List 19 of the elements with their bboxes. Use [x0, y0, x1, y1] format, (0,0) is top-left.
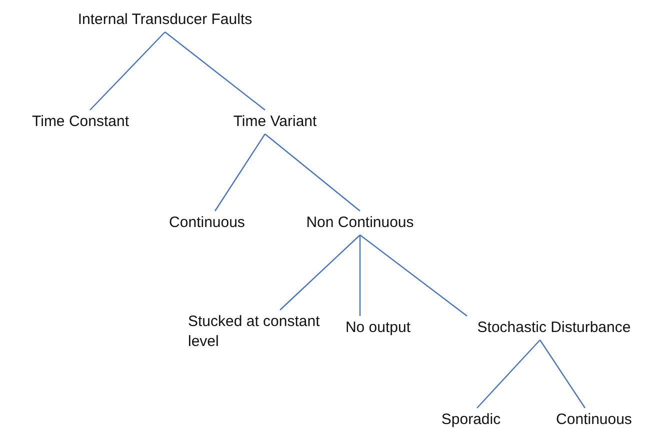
node-label: Continuous	[169, 213, 245, 233]
connector-line	[359, 235, 361, 316]
node-label: Continuous	[556, 410, 632, 430]
connector-line	[164, 32, 266, 110]
node-label: Stucked at constant level	[188, 312, 321, 352]
connector-line	[540, 340, 586, 408]
node-label: Time Constant	[32, 112, 129, 132]
connector-line	[360, 234, 468, 316]
node-label: Sporadic	[441, 410, 501, 430]
connector-line	[280, 234, 360, 310]
node-label: Internal Transducer Faults	[78, 10, 252, 30]
connector-line	[90, 32, 166, 110]
node-label: No output	[345, 318, 411, 338]
connector-line	[264, 134, 360, 212]
node-label: Non Continuous	[306, 213, 414, 233]
connector-line	[476, 340, 540, 408]
node-label: Stochastic Disturbance	[477, 318, 631, 338]
connector-line	[214, 134, 266, 212]
node-label: Time Variant	[233, 112, 317, 132]
